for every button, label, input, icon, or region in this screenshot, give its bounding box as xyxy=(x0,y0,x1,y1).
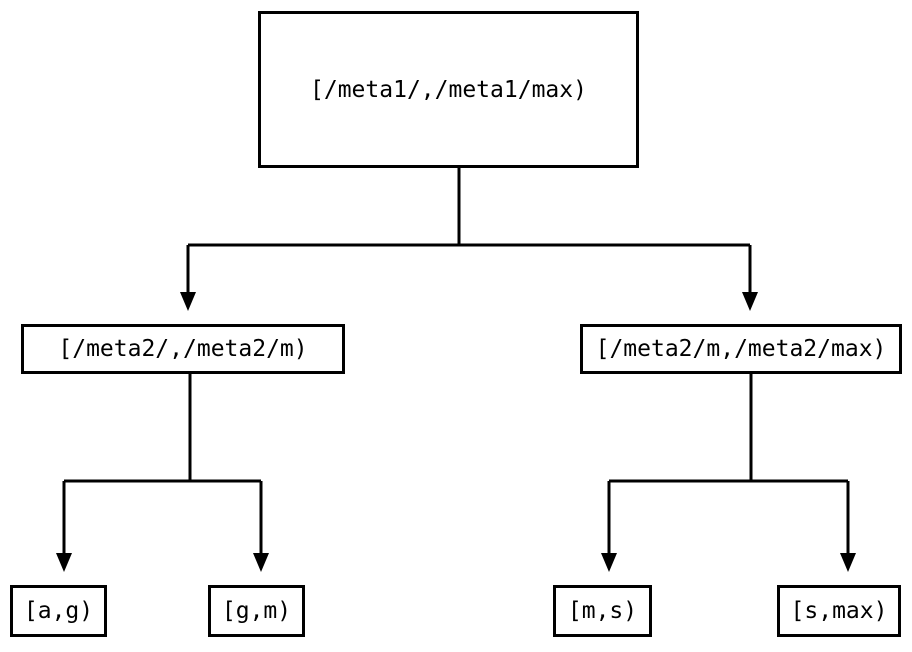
arrowhead-mid-left xyxy=(180,292,196,311)
arrowhead-mid-right xyxy=(742,292,758,311)
node-leaf-1[interactable]: [a,g) xyxy=(10,585,107,637)
node-root[interactable]: [/meta1/,/meta1/max) xyxy=(258,11,639,168)
arrowhead-leaf-1 xyxy=(56,553,72,572)
node-leaf-4-label: [s,max) xyxy=(790,598,888,624)
node-leaf-3-label: [m,s) xyxy=(567,598,638,624)
node-root-label: [/meta1/,/meta1/max) xyxy=(310,76,587,103)
arrowhead-leaf-4 xyxy=(840,553,856,572)
arrowhead-leaf-2 xyxy=(253,553,269,572)
node-mid-left[interactable]: [/meta2/,/meta2/m) xyxy=(21,324,345,374)
node-mid-right[interactable]: [/meta2/m,/meta2/max) xyxy=(580,324,902,374)
node-leaf-3[interactable]: [m,s) xyxy=(553,585,652,637)
node-leaf-1-label: [a,g) xyxy=(23,598,94,624)
arrowhead-leaf-3 xyxy=(601,553,617,572)
node-leaf-2-label: [g,m) xyxy=(221,598,292,624)
node-mid-right-label: [/meta2/m,/meta2/max) xyxy=(595,336,887,362)
node-mid-left-label: [/meta2/,/meta2/m) xyxy=(58,336,308,362)
node-leaf-4[interactable]: [s,max) xyxy=(777,585,901,637)
node-leaf-2[interactable]: [g,m) xyxy=(208,585,305,637)
